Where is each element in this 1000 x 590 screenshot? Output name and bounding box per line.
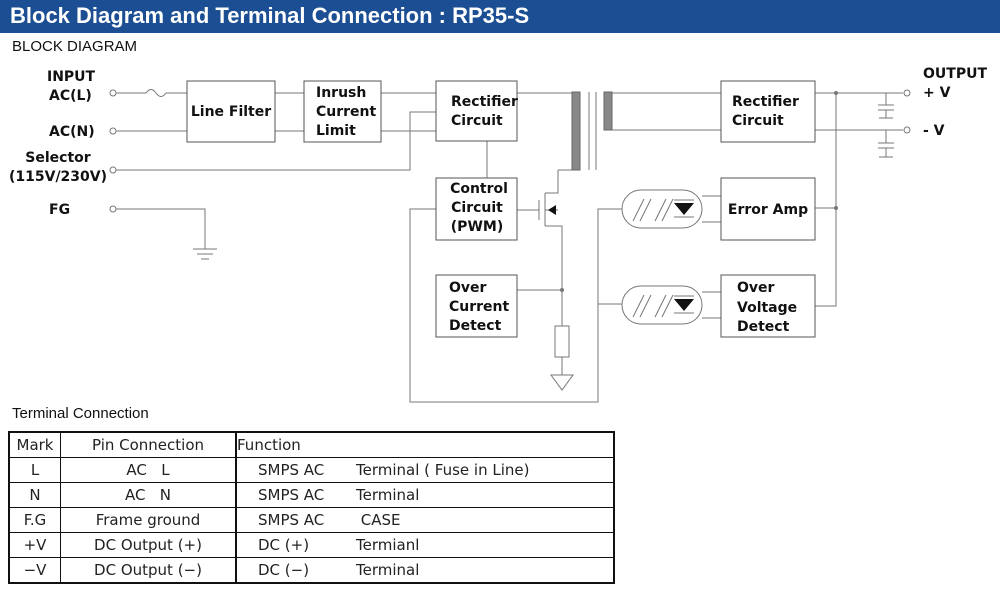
block-inrush-current-limit: Inrush Current Limit <box>303 80 382 143</box>
acn-label: AC(N) <box>49 124 95 140</box>
page-title: Block Diagram and Terminal Connection : … <box>10 3 530 28</box>
transformer-icon <box>571 91 613 171</box>
capacitor-icon <box>878 130 894 158</box>
table-row: −V DC Output (−) DC (−) Terminal <box>8 557 615 584</box>
table-row: L AC L SMPS AC Terminal ( Fuse in Line) <box>8 457 615 483</box>
over-voltage-label-2: Voltage <box>737 300 797 316</box>
over-current-label-1: Over <box>449 280 487 296</box>
acl-label: AC(L) <box>49 88 92 104</box>
cell-function: DC (−) Terminal <box>235 557 615 584</box>
block-rectifier-primary: Rectifier Circuit <box>435 80 518 142</box>
cell-mark: +V <box>8 532 61 558</box>
function-detail: Terminal ( Fuse in Line) <box>356 461 530 479</box>
over-voltage-label-1: Over <box>737 280 775 296</box>
output-label: OUTPUT <box>923 66 987 82</box>
function-type: SMPS AC <box>258 486 325 504</box>
fg-terminal <box>109 205 117 213</box>
function-detail: Terminal <box>356 486 420 504</box>
plus-v-label: + V <box>923 85 951 101</box>
function-detail: Termianl <box>356 536 420 554</box>
header-function: Function <box>235 431 615 458</box>
cell-function: DC (+) Termianl <box>235 532 615 558</box>
wiring <box>109 89 911 403</box>
control-label-1: Control <box>450 181 508 197</box>
fg-label: FG <box>49 202 70 218</box>
rectifier-primary-label-1: Rectifier <box>451 94 518 110</box>
cell-pin: DC Output (+) <box>60 532 237 558</box>
rectifier-secondary-label-2: Circuit <box>732 113 784 129</box>
cell-mark: F.G <box>8 507 61 533</box>
selector-range-label: (115V/230V) <box>9 169 107 185</box>
terminal-connection-table: Mark Pin Connection Function L AC L SMPS… <box>8 431 615 584</box>
minus-v-label: - V <box>923 123 945 139</box>
cell-function: SMPS AC Terminal ( Fuse in Line) <box>235 457 615 483</box>
function-detail: Terminal <box>356 561 420 579</box>
sense-resistor-icon <box>550 325 574 391</box>
function-type: DC (+) <box>258 536 310 554</box>
table-row: N AC N SMPS AC Terminal <box>8 482 615 508</box>
function-detail: CASE <box>356 511 401 529</box>
inrush-label-3: Limit <box>316 123 356 139</box>
control-label-2: Circuit <box>451 200 503 216</box>
block-error-amp: Error Amp <box>720 177 816 241</box>
cell-function: SMPS AC CASE <box>235 507 615 533</box>
block-diagram-title: BLOCK DIAGRAM <box>12 38 138 55</box>
input-label: INPUT <box>47 69 96 85</box>
ground-icon <box>193 248 217 260</box>
cell-mark: N <box>8 482 61 508</box>
selector-terminal <box>109 166 117 174</box>
capacitor-icon <box>878 93 894 119</box>
inrush-label-2: Current <box>316 104 377 120</box>
cell-mark: −V <box>8 557 61 584</box>
block-diagram: Line Filter Inrush Current Limit Rectifi… <box>9 66 987 403</box>
rectifier-secondary-label-1: Rectifier <box>732 94 799 110</box>
line-filter-label: Line Filter <box>191 104 271 120</box>
optocoupler-icon <box>621 189 703 229</box>
cell-mark: L <box>8 457 61 483</box>
table-row: +V DC Output (+) DC (+) Termianl <box>8 532 615 558</box>
error-amp-label: Error Amp <box>728 202 808 218</box>
block-rectifier-secondary: Rectifier Circuit <box>720 80 816 143</box>
function-type: SMPS AC <box>258 461 325 479</box>
function-type: SMPS AC <box>258 511 325 529</box>
selector-label: Selector <box>25 150 90 166</box>
cell-pin: DC Output (−) <box>60 557 237 584</box>
block-over-voltage-detect: Over Voltage Detect <box>720 274 816 338</box>
over-current-label-3: Detect <box>449 318 502 334</box>
acl-terminal <box>109 89 117 97</box>
block-line-filter: Line Filter <box>186 80 276 143</box>
cell-pin: AC N <box>60 482 237 508</box>
terminal-connection-title: Terminal Connection <box>12 405 149 422</box>
over-current-label-2: Current <box>449 299 510 315</box>
block-over-current-detect: Over Current Detect <box>435 274 518 338</box>
cell-function: SMPS AC Terminal <box>235 482 615 508</box>
inrush-label-1: Inrush <box>316 85 366 101</box>
header-pin-connection: Pin Connection <box>60 431 237 458</box>
mosfet-icon <box>517 170 563 326</box>
page-header: Block Diagram and Terminal Connection : … <box>0 0 1000 33</box>
acn-terminal <box>109 127 117 135</box>
cell-pin: AC L <box>60 457 237 483</box>
block-control-circuit: Control Circuit (PWM) <box>435 177 518 241</box>
header-mark: Mark <box>8 431 61 458</box>
minus-v-terminal <box>903 126 911 134</box>
cell-pin: Frame ground <box>60 507 237 533</box>
table-header-row: Mark Pin Connection Function <box>8 431 615 458</box>
plus-v-terminal <box>903 89 911 97</box>
optocoupler-icon <box>621 285 703 325</box>
function-type: DC (−) <box>258 561 310 579</box>
fuse-symbol <box>116 89 187 97</box>
rectifier-primary-label-2: Circuit <box>451 113 503 129</box>
over-voltage-label-3: Detect <box>737 319 790 335</box>
table-row: F.G Frame ground SMPS AC CASE <box>8 507 615 533</box>
control-label-3: (PWM) <box>451 219 503 235</box>
